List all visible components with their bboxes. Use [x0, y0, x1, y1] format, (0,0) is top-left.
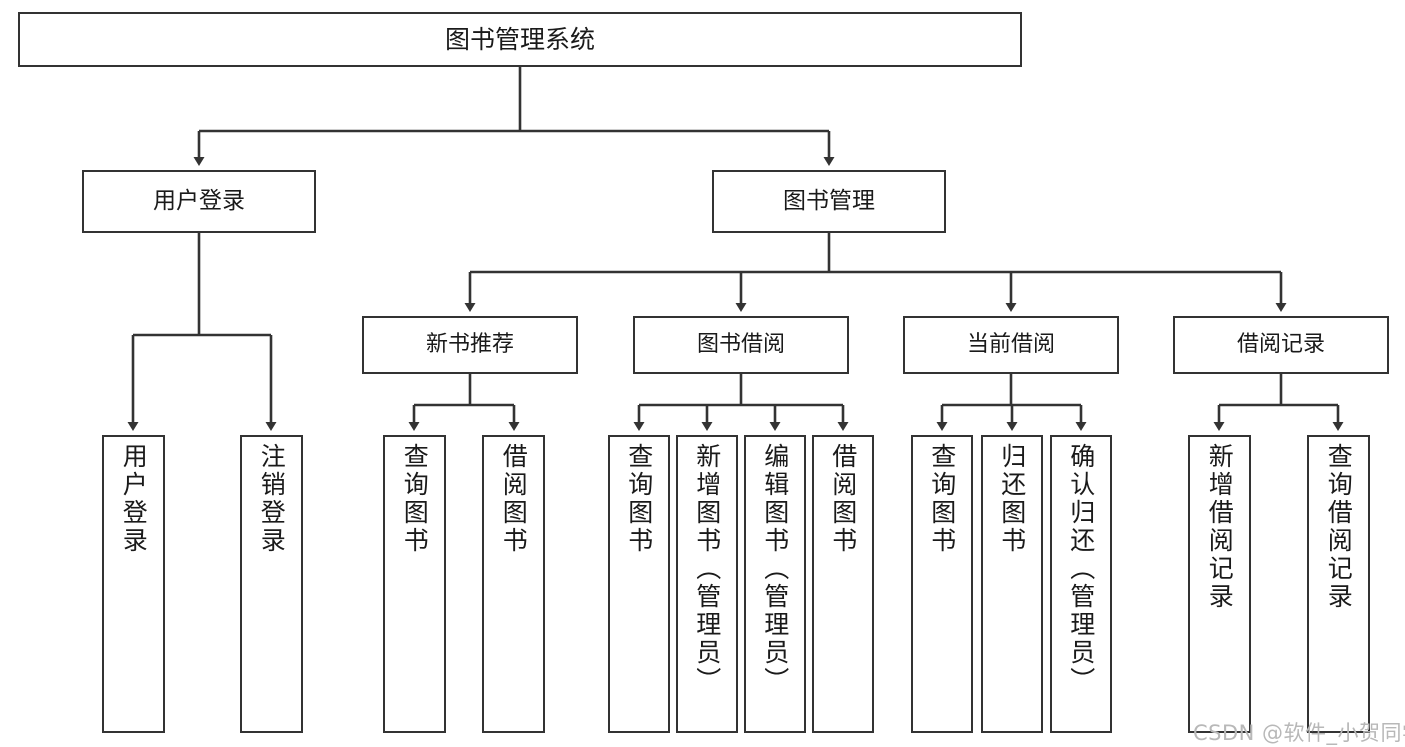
- node-recommend-borrow-book-label: 借阅图书: [499, 443, 529, 555]
- node-user-login-label: 用户登录: [153, 187, 245, 214]
- node-current-query-book[interactable]: 查询图书: [911, 435, 973, 733]
- node-borrow-edit-book-label: 编辑图书（管理员）: [760, 443, 790, 695]
- node-current-borrow[interactable]: 当前借阅: [903, 316, 1119, 374]
- node-record-add[interactable]: 新增借阅记录: [1188, 435, 1251, 733]
- node-record-query[interactable]: 查询借阅记录: [1307, 435, 1370, 733]
- node-record-query-label: 查询借阅记录: [1324, 443, 1354, 611]
- node-borrow-query-book[interactable]: 查询图书: [608, 435, 670, 733]
- node-book-manage[interactable]: 图书管理: [712, 170, 946, 233]
- node-current-return-book[interactable]: 归还图书: [981, 435, 1043, 733]
- node-root[interactable]: 图书管理系统: [18, 12, 1022, 67]
- node-current-query-book-label: 查询图书: [927, 443, 957, 555]
- node-user-logout-label: 注销登录: [257, 443, 287, 555]
- csdn-watermark: CSDN @软件_小贺同学: [1193, 721, 1405, 745]
- node-user-login[interactable]: 用户登录: [82, 170, 316, 233]
- node-borrow-record[interactable]: 借阅记录: [1173, 316, 1389, 374]
- node-user-login-do[interactable]: 用户登录: [102, 435, 165, 733]
- node-new-book-recommend[interactable]: 新书推荐: [362, 316, 578, 374]
- node-borrow-borrow-book[interactable]: 借阅图书: [812, 435, 874, 733]
- node-current-return-book-label: 归还图书: [997, 443, 1027, 555]
- node-current-borrow-label: 当前借阅: [966, 332, 1055, 358]
- node-new-book-recommend-label: 新书推荐: [425, 332, 514, 358]
- node-current-confirm-return[interactable]: 确认归还（管理员）: [1050, 435, 1112, 733]
- node-user-login-do-label: 用户登录: [119, 443, 149, 555]
- node-root-label: 图书管理系统: [444, 24, 595, 54]
- node-book-borrow-label: 图书借阅: [696, 332, 785, 358]
- node-user-logout[interactable]: 注销登录: [240, 435, 303, 733]
- node-book-manage-label: 图书管理: [783, 187, 875, 214]
- node-borrow-edit-book[interactable]: 编辑图书（管理员）: [744, 435, 806, 733]
- node-record-add-label: 新增借阅记录: [1205, 443, 1235, 611]
- node-current-confirm-return-label: 确认归还（管理员）: [1066, 443, 1096, 695]
- node-recommend-borrow-book[interactable]: 借阅图书: [482, 435, 545, 733]
- node-borrow-borrow-book-label: 借阅图书: [828, 443, 858, 555]
- node-borrow-add-book-label: 新增图书（管理员）: [692, 443, 722, 695]
- node-borrow-query-book-label: 查询图书: [624, 443, 654, 555]
- node-borrow-add-book[interactable]: 新增图书（管理员）: [676, 435, 738, 733]
- node-borrow-record-label: 借阅记录: [1236, 332, 1325, 358]
- node-book-borrow[interactable]: 图书借阅: [633, 316, 849, 374]
- node-recommend-query-book[interactable]: 查询图书: [383, 435, 446, 733]
- node-recommend-query-book-label: 查询图书: [400, 443, 430, 555]
